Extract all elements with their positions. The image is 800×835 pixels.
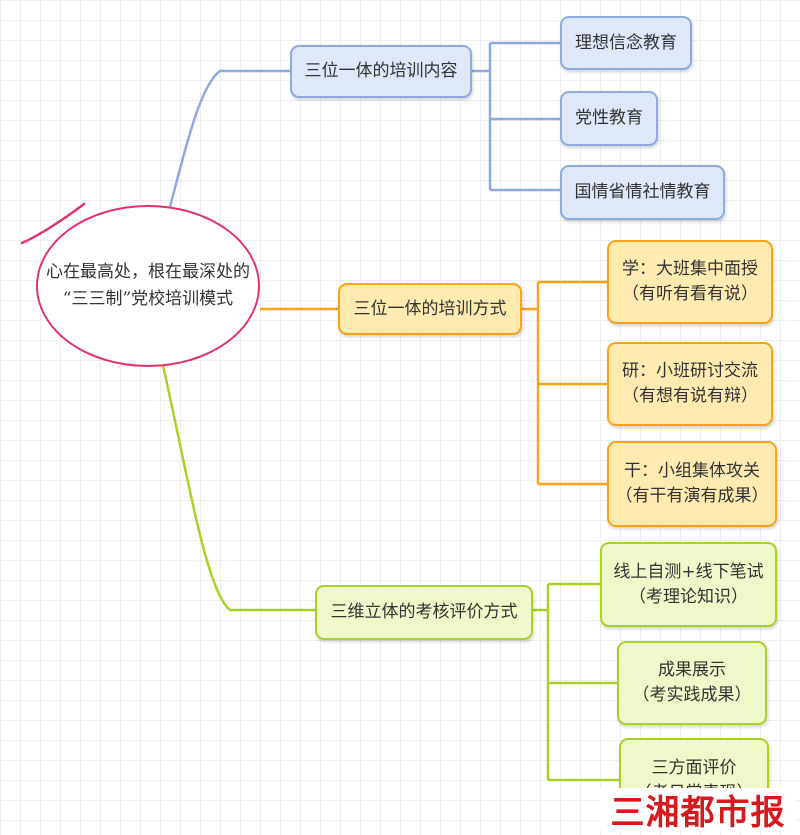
leaf-note: （有听有看有说） — [622, 284, 758, 304]
root-ellipse-stroke — [20, 202, 86, 245]
newspaper-watermark-logo: 三湘都市报 — [600, 788, 796, 833]
leaf-party-spirit-education[interactable]: 党性教育 — [560, 91, 658, 146]
leaf-research-small-class[interactable]: 研：小班研讨交流 （有想有说有辩） — [607, 342, 773, 426]
leaf-study-large-class[interactable]: 学：大班集中面授 （有听有看有说） — [607, 240, 773, 324]
leaf-note: （有干有演有成果） — [615, 486, 769, 506]
link-branch-2-children — [521, 280, 607, 486]
root-topic-line-1: 心在最高处，根在最深处的 — [46, 261, 250, 282]
link-root-branch-1 — [168, 69, 290, 208]
leaf-note: （考实践成果） — [632, 685, 752, 705]
leaf-label: 国情省情社情教育 — [574, 182, 711, 203]
root-topic-line-2: “三三制”党校培训模式 — [62, 289, 234, 309]
leaf-label: 成果展示 — [658, 660, 726, 681]
branch-label: 三位一体的培训内容 — [304, 61, 458, 82]
leaf-label: 党性教育 — [575, 108, 643, 129]
leaf-label: 干：小组集体攻关 — [624, 461, 760, 482]
link-root-branch-3 — [161, 365, 315, 612]
leaf-online-offline-test[interactable]: 线上自测+线下笔试 （考理论知识） — [600, 542, 777, 627]
link-branch-1-children — [471, 41, 560, 192]
leaf-ideal-belief-education[interactable]: 理想信念教育 — [560, 16, 692, 70]
root-topic[interactable]: 心在最高处，根在最深处的 “三三制”党校培训模式 — [36, 205, 260, 367]
link-branch-3-children — [532, 582, 619, 782]
leaf-label: 线上自测+线下笔试 — [613, 561, 764, 582]
leaf-label: 学：大班集中面授 — [622, 259, 758, 280]
branch-label: 三维立体的考核评价方式 — [330, 602, 518, 623]
leaf-note: （考理论知识） — [629, 586, 748, 607]
branch-assessment-methods[interactable]: 三维立体的考核评价方式 — [315, 585, 533, 640]
leaf-note: （有想有说有辩） — [622, 386, 758, 406]
branch-label: 三位一体的培训方式 — [353, 298, 507, 319]
branch-training-content[interactable]: 三位一体的培训内容 — [290, 45, 472, 98]
leaf-national-provincial-social-education[interactable]: 国情省情社情教育 — [560, 165, 725, 220]
leaf-label: 理想信念教育 — [575, 32, 677, 53]
leaf-label: 三方面评价 — [651, 758, 737, 779]
branch-training-methods[interactable]: 三位一体的培训方式 — [338, 283, 522, 335]
leaf-practice-group-work[interactable]: 干：小组集体攻关 （有干有演有成果） — [607, 441, 777, 527]
leaf-achievement-display[interactable]: 成果展示 （考实践成果） — [617, 641, 767, 725]
leaf-label: 研：小班研讨交流 — [622, 361, 758, 382]
